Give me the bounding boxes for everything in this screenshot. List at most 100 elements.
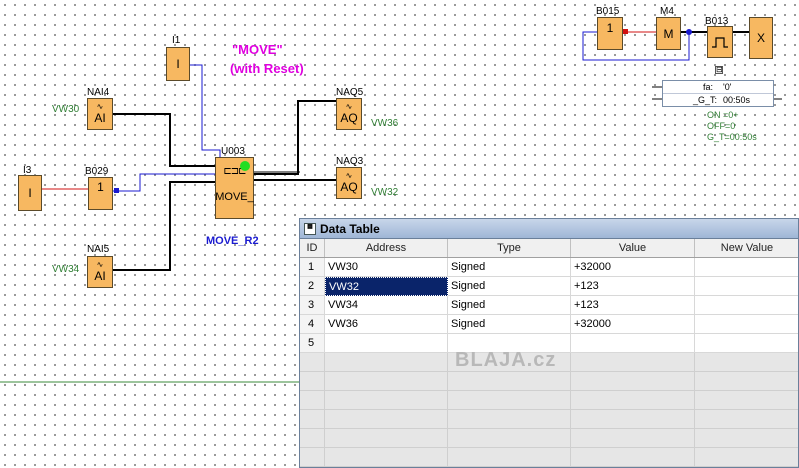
b013-tag: B013 (705, 16, 729, 27)
b015-tag: B015 (596, 6, 620, 17)
table-row[interactable]: 5 (300, 334, 798, 353)
analog-wave-icon: ∿ (96, 102, 104, 111)
analog-wave-icon: ∿ (345, 171, 353, 180)
analog-wave-icon: ∿ (96, 260, 104, 269)
logic-block-b015[interactable]: 1 (597, 17, 623, 50)
note-with-reset: (with Reset) (230, 61, 304, 76)
nai4-tag: NAI4 (87, 87, 110, 98)
io-label-vw34: VW34 (52, 264, 80, 275)
cell-new-value[interactable] (695, 296, 798, 315)
data-table-header: ID Address Type Value New Value (300, 239, 798, 258)
i1-tag: I1 (172, 35, 181, 46)
io-label-vw32: VW32 (371, 187, 399, 198)
cell-new-value[interactable] (695, 277, 798, 296)
analog-wave-icon: ∿ (345, 102, 353, 111)
empty-row (300, 410, 798, 429)
param-row-fa: fa: '0' (663, 81, 773, 93)
cell-value: +32000 (571, 258, 695, 277)
pulse-icon (712, 37, 728, 48)
empty-row (300, 372, 798, 391)
cell-type[interactable]: Signed (448, 258, 571, 277)
table-row[interactable]: 3 VW34 Signed +123 (300, 296, 798, 315)
i3-tag: I3 (23, 165, 32, 176)
param-fa-label: fa: (703, 82, 714, 92)
cell-value: +123 (571, 296, 695, 315)
data-table-window[interactable]: ▦ Data Table ID Address Type Value New V… (299, 218, 799, 468)
cell-address-selected[interactable]: VW32 (325, 277, 448, 296)
cell-value: +32000 (571, 315, 695, 334)
timer-gt-text: G_T=00:50s (707, 132, 757, 142)
table-row[interactable]: 4 VW36 Signed +32000 (300, 315, 798, 334)
cell-new-value[interactable] (695, 334, 798, 353)
table-row[interactable]: 1 VW30 Signed +32000 (300, 258, 798, 277)
cell-type[interactable]: Signed (448, 277, 571, 296)
u003-tag: U003 (221, 146, 245, 157)
empty-row (300, 353, 798, 372)
cell-new-value[interactable] (695, 258, 798, 277)
table-row[interactable]: 2 VW32 Signed +123 (300, 277, 798, 296)
cell-id: 1 (300, 258, 325, 277)
function-name-label: MOVE_R2 (206, 235, 259, 247)
param-row-gt: _G_T: 00:50s (663, 93, 773, 106)
col-header-id[interactable]: ID (300, 239, 325, 257)
u003-text: MOVE_ (215, 191, 254, 203)
m4-tag: M4 (660, 6, 674, 17)
timer-parameter-box[interactable]: fa: '0' _G_T: 00:50s (662, 80, 774, 107)
cell-id: 5 (300, 334, 325, 353)
timer-block-b013[interactable] (707, 26, 733, 58)
cell-id: 2 (300, 277, 325, 296)
input-block-i1[interactable]: I (166, 47, 190, 81)
param-gt-label: _G_T: (693, 95, 718, 105)
col-header-address[interactable]: Address (325, 239, 448, 257)
naq3-tag: NAQ3 (336, 156, 364, 167)
naq3-text: AQ (340, 180, 358, 194)
param-fa-value: '0' (723, 82, 732, 92)
cell-type[interactable] (448, 334, 571, 353)
nai5-tag: NAI5 (87, 244, 110, 255)
timer-on-text: ON =0+ (707, 110, 739, 120)
nai4-text: AI (94, 111, 106, 125)
naq5-text: AQ (340, 111, 358, 125)
col-header-type[interactable]: Type (448, 239, 571, 257)
data-table-title: Data Table (320, 221, 380, 236)
analog-output-block-naq5[interactable]: ∿ AQ (336, 98, 362, 130)
cell-address[interactable] (325, 334, 448, 353)
logic-block-b029[interactable]: 1 (88, 177, 113, 210)
b029-tag: B029 (85, 166, 109, 177)
nai5-text: AI (94, 269, 106, 283)
input-block-i3[interactable]: I (18, 175, 42, 211)
analog-output-block-naq3[interactable]: ∿ AQ (336, 167, 362, 199)
cell-type[interactable]: Signed (448, 315, 571, 334)
cell-value: +123 (571, 277, 695, 296)
data-table-titlebar[interactable]: ▦ Data Table (300, 219, 798, 239)
empty-row (300, 448, 798, 467)
io-label-vw36: VW36 (371, 118, 399, 129)
col-header-value[interactable]: Value (571, 239, 695, 257)
timer-info: ON =0+ OFF=0 G_T=00:50s (707, 110, 757, 143)
naq5-tag: NAQ5 (336, 87, 364, 98)
analog-input-block-nai5[interactable]: ∿ AI (87, 256, 113, 288)
cell-id: 3 (300, 296, 325, 315)
note-move-title: "MOVE" (232, 42, 283, 57)
cell-value (571, 334, 695, 353)
move-icon: ⊏⊐⊏ (223, 166, 246, 177)
status-led-icon (240, 161, 250, 171)
collapse-icon[interactable]: ⊟ (715, 65, 723, 74)
cell-address[interactable]: VW30 (325, 258, 448, 277)
cell-address[interactable]: VW34 (325, 296, 448, 315)
empty-row (300, 391, 798, 410)
analog-input-block-nai4[interactable]: ∿ AI (87, 98, 113, 130)
empty-row (300, 429, 798, 448)
timer-off-text: OFF=0 (707, 121, 736, 131)
cell-address[interactable]: VW36 (325, 315, 448, 334)
param-gt-value: 00:50s (723, 95, 751, 105)
col-header-new-value[interactable]: New Value (695, 239, 798, 257)
watermark: BLAJA.cz (455, 349, 557, 371)
cell-new-value[interactable] (695, 315, 798, 334)
flag-block-m4[interactable]: M (656, 17, 681, 50)
cell-type[interactable]: Signed (448, 296, 571, 315)
open-connector-x2[interactable]: X (749, 17, 773, 59)
cell-id: 4 (300, 315, 325, 334)
